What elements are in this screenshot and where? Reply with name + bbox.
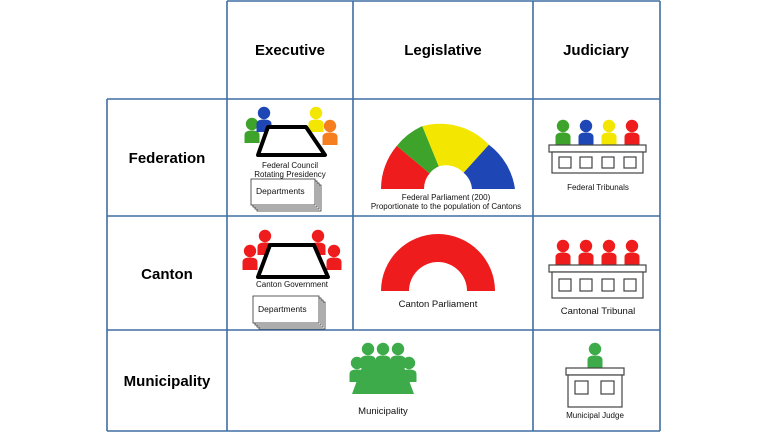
- rotating-presidency-caption: Rotating Presidency: [254, 170, 326, 179]
- departments-stack: Departments: [250, 178, 322, 212]
- municipality-caption: Municipality: [358, 406, 408, 417]
- federal-tribunals-icon: [548, 119, 647, 174]
- departments-label: Departments: [256, 186, 305, 196]
- cantonal-tribunal-caption: Cantonal Tribunal: [561, 306, 635, 317]
- row-header-federation: Federation: [129, 150, 206, 167]
- canton-government-caption: Canton Government: [256, 280, 329, 289]
- column-header-executive: Executive: [255, 42, 325, 59]
- federal-parliament-caption: Federal Parliament (200): [402, 193, 491, 202]
- canton-parliament-caption: Canton Parliament: [399, 299, 478, 310]
- municipality-council-icon: [349, 342, 417, 394]
- federal-council-icon: [244, 106, 338, 157]
- federal-parliament-chart: [381, 123, 515, 189]
- column-header-legislative: Legislative: [404, 42, 482, 59]
- column-header-judiciary: Judiciary: [563, 42, 630, 59]
- federal-council-caption: Federal Council: [262, 161, 318, 170]
- canton-parliament-chart: [381, 234, 495, 291]
- municipal-judge-caption: Municipal Judge: [566, 411, 624, 420]
- canton-government-icon: [242, 229, 342, 279]
- table-grid: [106, 0, 661, 432]
- municipal-judge-icon: [565, 342, 625, 408]
- row-header-canton: Canton: [141, 266, 193, 283]
- cantonal-tribunal-icon: [548, 239, 647, 299]
- federal-tribunals-caption: Federal Tribunals: [567, 183, 629, 192]
- canton-departments-label: Departments: [258, 304, 307, 314]
- canton-departments-stack: Departments: [252, 295, 326, 330]
- row-header-municipality: Municipality: [124, 373, 211, 390]
- population-caption: Proportionate to the population of Canto…: [371, 202, 521, 211]
